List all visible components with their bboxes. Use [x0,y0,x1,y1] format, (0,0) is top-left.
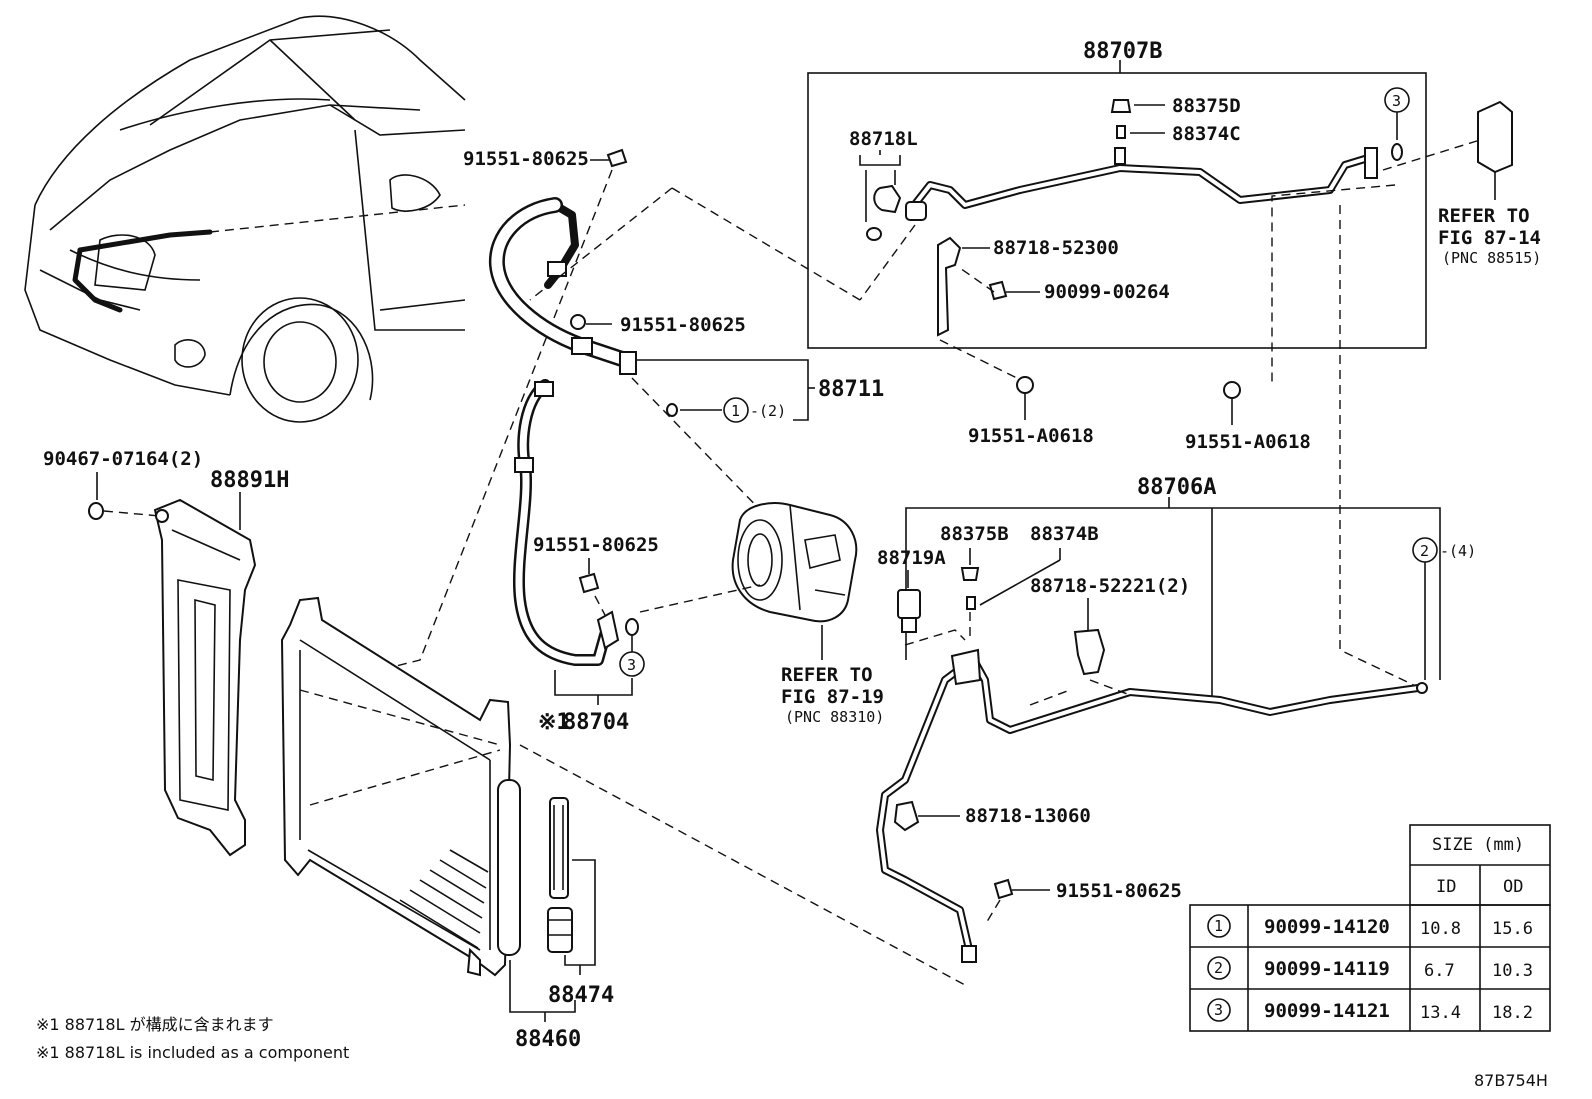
label-88375d: 88375D [1172,95,1241,117]
vehicle-illustration [24,15,466,423]
ref-87-14-line2: FIG 87-14 [1438,227,1541,249]
hose-88704: 91551-80625 3 ※1 88704 [512,379,761,735]
compressor: REFER TO FIG 87-19 (PNC 88310) [731,502,884,726]
bolt-91551-80625-low: 91551-80625 [984,878,1182,926]
label-88706a: 88706A [1137,475,1216,500]
hose-88711: 91551-80625 91551-80625 88711 1 -(2) [299,148,884,691]
circle-1: 1 [731,402,740,420]
label-91551-80625-low: 91551-80625 [1056,880,1182,902]
ref-87-19-line2: FIG 87-19 [781,686,884,708]
size-table-row1-ref: 1 [1214,917,1223,935]
desiccant-88474: 88474 [547,797,614,1008]
assembly-88707b: 88707B 88375D 88374C 88718L 88718-52300 … [807,39,1481,689]
label-88711-qty: -(2) [750,402,786,420]
label-88374c: 88374C [1172,123,1241,145]
condenser-fins [399,849,489,949]
size-table-row2-od: 10.3 [1492,961,1533,981]
ref-87-14-line3: (PNC 88515) [1442,249,1541,267]
size-table-row3-ref: 3 [1214,1001,1223,1019]
label-88718l: 88718L [849,128,918,150]
label-88719a: 88719A [877,547,946,569]
assembly-88706a: 88706A 88375B 88374B 88719A 88718-52221(… [876,475,1476,963]
size-table-row2-ref: 2 [1214,959,1223,977]
clamp-88718-13060: 88718-13060 [893,800,1091,832]
label-91551-80625-top: 91551-80625 [463,148,589,170]
size-table-col-od: OD [1503,877,1523,897]
label-88704-mark: ※1 [538,710,570,735]
label-88707b: 88707B [1083,39,1162,64]
ref-87-19-line3: (PNC 88310) [785,708,884,726]
label-circle2-qty: -(4) [1440,542,1476,560]
size-table-row1-od: 15.6 [1492,919,1533,939]
label-90099-00264: 90099-00264 [1044,281,1170,303]
label-91551-80625-hose: 91551-80625 [533,534,659,556]
circle-3-top: 3 [1392,92,1401,110]
circle-2: 2 [1420,542,1429,560]
seal-88891h: 90467-07164(2) 88891H [43,448,289,857]
condenser-88460: 88460 [280,596,966,1052]
label-88711: 88711 [818,377,884,402]
circle-3-hose: 3 [627,656,636,674]
label-88375b: 88375B [940,523,1009,545]
label-88460: 88460 [515,1027,581,1052]
ref-87-19-line1: REFER TO [781,664,873,686]
bolt-91551-a0618-left: 91551-A0618 [968,376,1094,447]
label-88704: 88704 [563,710,629,735]
note-english: ※1 88718L is included as a component [36,1043,349,1062]
bolt-91551-a0618-right: 91551-A0618 [1185,381,1311,453]
size-table-row3-id: 13.4 [1420,1003,1461,1023]
size-table-row2-part: 90099-14119 [1264,958,1390,980]
size-table-row1-part: 90099-14120 [1264,916,1390,938]
label-91551-a0618-left: 91551-A0618 [968,425,1094,447]
size-table-row2-id: 6.7 [1424,961,1455,981]
label-91551-80625-mid: 91551-80625 [620,314,746,336]
expansion-valve: REFER TO FIG 87-14 (PNC 88515) [1438,100,1541,267]
label-88891h: 88891H [210,468,289,493]
label-88374b: 88374B [1030,523,1099,545]
label-88718-52300: 88718-52300 [993,237,1119,259]
size-table: SIZE (mm) ID OD 1 90099-14120 10.8 15.6 … [1189,824,1551,1032]
note-japanese: ※1 88718L が構成に含まれます [36,1015,274,1034]
size-table-header: SIZE (mm) [1432,835,1524,855]
label-90467-07164: 90467-07164(2) [43,448,203,470]
size-table-row3-part: 90099-14121 [1264,1000,1390,1022]
label-91551-a0618-right: 91551-A0618 [1185,431,1311,453]
label-88474: 88474 [548,983,614,1008]
figure-code: 87B754H [1474,1071,1548,1090]
size-table-row3-od: 18.2 [1492,1003,1533,1023]
label-88718-52221: 88718-52221(2) [1030,575,1190,597]
label-88718-13060: 88718-13060 [965,805,1091,827]
ref-87-14-line1: REFER TO [1438,205,1530,227]
size-table-col-id: ID [1436,877,1456,897]
size-table-row1-id: 10.8 [1420,919,1461,939]
